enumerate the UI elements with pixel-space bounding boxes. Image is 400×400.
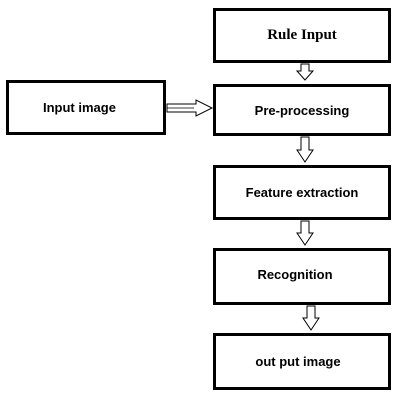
arrow-preprocessing-to-feature <box>296 136 314 163</box>
pre-processing-label: Pre-processing <box>254 102 350 118</box>
feature-extraction-label: Feature extraction <box>245 185 359 200</box>
arrow-recognition-to-output <box>302 305 320 331</box>
output-image-box: out put image <box>213 333 391 390</box>
rule-input-label: Rule Input <box>267 27 337 43</box>
recognition-label: Recognition <box>257 267 333 282</box>
arrow-rule-to-preprocessing <box>295 63 315 81</box>
input-image-box: Input image <box>6 80 166 135</box>
pre-processing-box: Pre-processing <box>213 84 391 136</box>
arrow-feature-to-recognition <box>296 220 314 246</box>
recognition-box: Recognition <box>213 248 391 305</box>
rule-input-box: Rule Input <box>213 8 391 63</box>
arrow-input-to-preprocessing <box>166 99 214 117</box>
input-image-label: Input image <box>43 100 116 115</box>
feature-extraction-box: Feature extraction <box>213 165 391 220</box>
output-image-label: out put image <box>255 354 341 369</box>
